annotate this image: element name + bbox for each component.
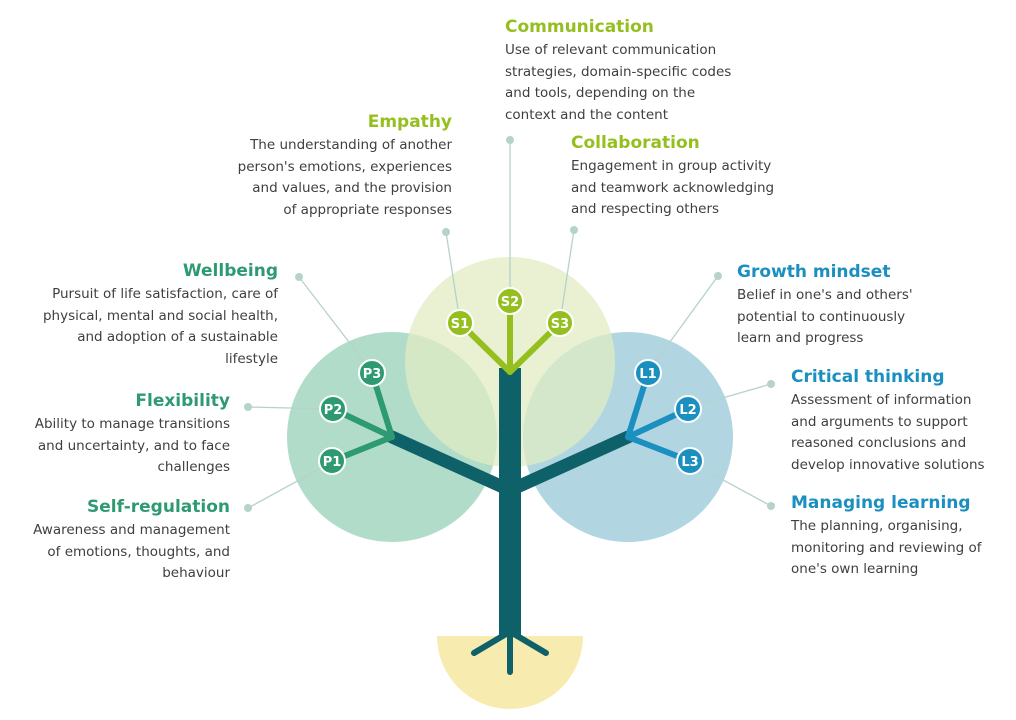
title-managing-learning: Managing learning — [791, 493, 971, 513]
desc-collaboration: Engagement in group activity and teamwor… — [571, 158, 775, 217]
competence-critical-thinking: Critical thinking Assessment of informat… — [791, 366, 1013, 476]
node-p3: P3 — [358, 359, 386, 387]
competence-collaboration: Collaboration Engagement in group activi… — [571, 132, 811, 221]
tree-trunk — [385, 368, 635, 675]
leader-line-p2 — [247, 406, 333, 410]
node-label-s3: S3 — [551, 317, 569, 332]
competence-managing-learning: Managing learning The planning, organisi… — [791, 492, 1013, 581]
competence-growth-mindset: Growth mindset Belief in one's and other… — [737, 261, 977, 350]
competence-wellbeing: Wellbeing Pursuit of life satisfaction, … — [18, 260, 278, 370]
competence-communication: Communication Use of relevant communicat… — [505, 16, 765, 126]
title-critical-thinking: Critical thinking — [791, 367, 945, 387]
title-empathy: Empathy — [367, 112, 452, 132]
leader-dots — [244, 136, 775, 512]
leader-line-s3 — [559, 229, 575, 323]
competence-flexibility: Flexibility Ability to manage transition… — [18, 390, 230, 479]
leader-line-s1 — [445, 231, 461, 323]
leader-line-l2 — [687, 383, 772, 409]
root-left — [471, 631, 509, 656]
title-communication: Communication — [505, 17, 654, 37]
node-label-p3: P3 — [363, 367, 382, 382]
node-p1: P1 — [318, 447, 346, 475]
root-right — [511, 631, 549, 656]
branch-right — [508, 430, 635, 495]
title-growth-mindset: Growth mindset — [737, 262, 891, 282]
leader-line-p3 — [298, 276, 373, 373]
branch-left — [385, 430, 512, 495]
node-label-s1: S1 — [451, 317, 469, 332]
title-flexibility: Flexibility — [135, 391, 230, 411]
node-label-p1: P1 — [323, 455, 342, 470]
leader-line-p1 — [247, 461, 333, 509]
title-collaboration: Collaboration — [571, 133, 700, 153]
desc-growth-mindset: Belief in one's and others' potential to… — [737, 287, 913, 346]
desc-wellbeing: Pursuit of life satisfaction, care of ph… — [42, 286, 278, 367]
desc-critical-thinking: Assessment of information and arguments … — [791, 392, 985, 473]
desc-empathy: The understanding of another person's em… — [237, 137, 452, 218]
node-label-l3: L3 — [681, 455, 698, 470]
node-label-p2: P2 — [324, 403, 343, 418]
desc-flexibility: Ability to manage transitions and uncert… — [34, 416, 230, 475]
title-wellbeing: Wellbeing — [182, 261, 278, 281]
node-label-l2: L2 — [679, 403, 696, 418]
node-s2: S2 — [496, 287, 524, 315]
competence-self-regulation: Self-regulation Awareness and management… — [10, 496, 230, 585]
desc-communication: Use of relevant communication strategies… — [505, 42, 732, 123]
node-p2: P2 — [319, 395, 347, 423]
leader-line-l3 — [689, 461, 772, 507]
node-l1: L1 — [634, 359, 662, 387]
node-l2: L2 — [674, 395, 702, 423]
competence-empathy: Empathy The understanding of another per… — [215, 111, 452, 221]
node-label-s2: S2 — [501, 295, 519, 310]
node-s3: S3 — [546, 309, 574, 337]
desc-self-regulation: Awareness and management of emotions, th… — [33, 522, 230, 581]
desc-managing-learning: The planning, organising, monitoring and… — [791, 518, 982, 577]
leader-lines — [247, 140, 772, 509]
title-self-regulation: Self-regulation — [87, 497, 230, 517]
node-s1: S1 — [446, 309, 474, 337]
node-l3: L3 — [676, 447, 704, 475]
leader-line-l1 — [647, 275, 719, 373]
node-label-l1: L1 — [639, 367, 656, 382]
